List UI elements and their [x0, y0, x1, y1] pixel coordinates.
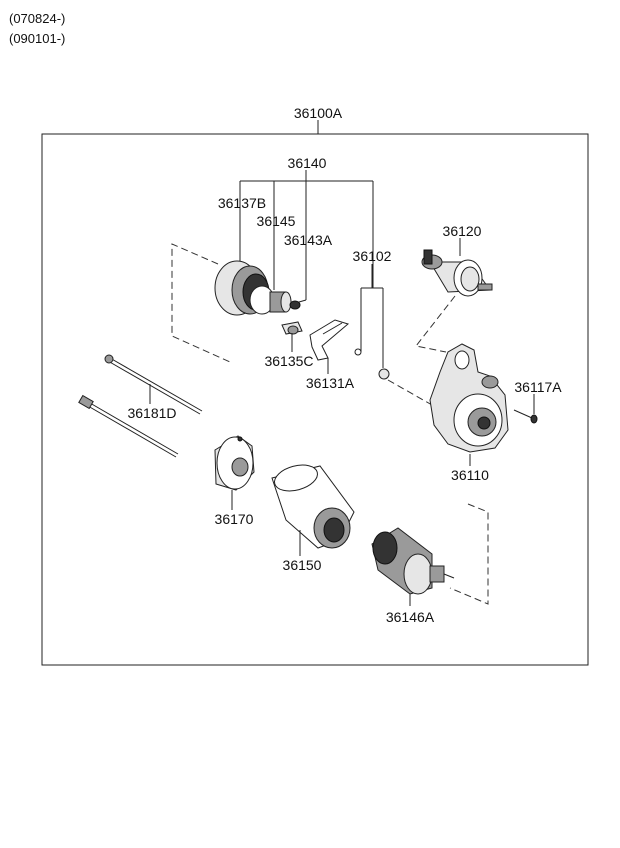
- label-36140: 36140: [288, 155, 327, 171]
- through-bolts-part: [78, 354, 203, 458]
- label-36135C: 36135C: [264, 353, 313, 369]
- assembly-frame: [41, 133, 589, 666]
- rear-cover-part: [214, 435, 255, 491]
- label-36143A: 36143A: [284, 232, 333, 248]
- date-code-2: (090101-): [9, 31, 66, 46]
- label-36100A: 36100A: [294, 105, 343, 121]
- yoke-part: [271, 464, 355, 549]
- small-parts: [281, 319, 390, 380]
- label-36110: 36110: [451, 467, 489, 483]
- solenoid-part: [421, 249, 493, 297]
- label-36146A: 36146A: [386, 609, 435, 625]
- label-36120: 36120: [443, 223, 482, 239]
- label-36181D: 36181D: [127, 405, 176, 421]
- label-36150: 36150: [283, 557, 322, 573]
- label-36145: 36145: [257, 213, 296, 229]
- label-36137B: 36137B: [218, 195, 266, 211]
- armature-part: [371, 527, 455, 595]
- bolt-36117A-part: [513, 409, 538, 424]
- label-36117A: 36117A: [514, 379, 562, 395]
- label-36170: 36170: [215, 511, 254, 527]
- bracket-36102: [360, 264, 384, 368]
- label-36131A: 36131A: [306, 375, 355, 391]
- gear-housing-part: [214, 260, 301, 316]
- label-36102: 36102: [353, 248, 392, 264]
- date-code-1: (070824-): [9, 11, 66, 26]
- alignment-lines: [171, 243, 489, 605]
- front-housing-part: [429, 343, 509, 453]
